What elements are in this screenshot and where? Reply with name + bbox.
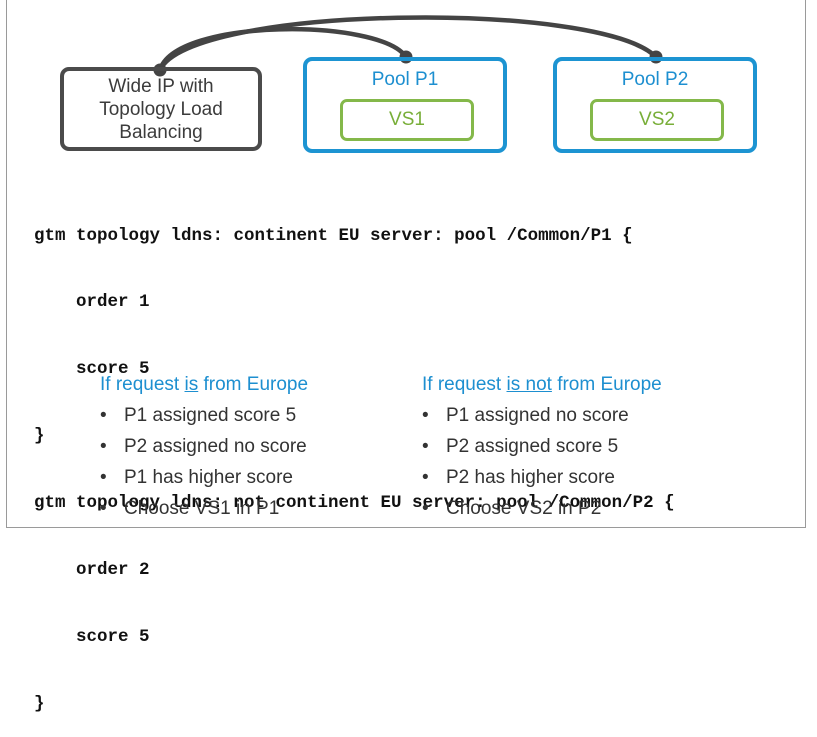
- vs2-box: VS2: [590, 99, 724, 141]
- non-europe-case-heading: If request is not from Europe: [422, 374, 662, 396]
- europe-case-heading: If request is from Europe: [100, 374, 308, 396]
- non-europe-case-column: If request is not from Europe • P1 assign…: [422, 374, 662, 524]
- code-line: gtm topology ldns: not continent EU serv…: [34, 493, 675, 514]
- europe-case-column: If request is from Europe • P1 assigned s…: [100, 374, 308, 524]
- bullet-icon: •: [422, 467, 429, 488]
- list-item: • P2 has higher score: [422, 462, 662, 493]
- connector-lines: [153, 15, 663, 77]
- list-item-text: P2 assigned no score: [124, 436, 307, 457]
- heading-part: from Europe: [551, 374, 662, 395]
- vs1-label: VS1: [389, 109, 425, 130]
- figure-frame: [6, 0, 806, 528]
- code-line: score 5: [34, 626, 150, 647]
- bullet-icon: •: [100, 467, 107, 488]
- heading-part: from Europe: [198, 374, 309, 395]
- list-item: • P1 has higher score: [100, 462, 308, 493]
- list-item-text: P1 assigned no score: [446, 405, 629, 426]
- code-line: gtm topology ldns: continent EU server: …: [34, 225, 633, 246]
- connector-to-pool-p2: [157, 15, 658, 72]
- list-item-text: Choose VS1 in P1: [124, 498, 280, 519]
- vs2-label: VS2: [639, 109, 675, 130]
- wide-ip-line: Balancing: [119, 121, 203, 143]
- list-item: • P2 assigned score 5: [422, 431, 662, 462]
- code-line: }: [34, 693, 45, 714]
- wide-ip-box: Wide IP with Topology Load Balancing: [60, 67, 262, 151]
- code-line: score 5: [34, 359, 150, 380]
- bullet-icon: •: [422, 436, 429, 457]
- wide-ip-line: Wide IP with: [108, 75, 214, 97]
- bullet-icon: •: [422, 498, 429, 519]
- list-item: • P2 assigned no score: [100, 431, 308, 462]
- list-item-text: P1 has higher score: [124, 467, 293, 488]
- list-item-text: P2 assigned score 5: [446, 436, 619, 457]
- code-line: order 2: [34, 560, 150, 581]
- vs1-box: VS1: [340, 99, 474, 141]
- code-line: order 1: [34, 292, 150, 313]
- wide-ip-line: Topology Load: [99, 98, 223, 120]
- list-item-text: P1 assigned score 5: [124, 405, 297, 426]
- pool-p1-title: Pool P1: [371, 69, 439, 90]
- heading-emphasis: is not: [506, 374, 552, 395]
- list-item: • Choose VS2 in P2: [422, 493, 662, 524]
- pool-p2-title: Pool P2: [621, 69, 689, 90]
- list-item: • P1 assigned score 5: [100, 400, 308, 431]
- heading-part: If request: [422, 374, 507, 395]
- heading-part: If request: [100, 374, 185, 395]
- list-item-text: Choose VS2 in P2: [446, 498, 602, 519]
- heading-emphasis: is: [184, 374, 199, 395]
- bullet-icon: •: [100, 436, 107, 457]
- non-europe-case-list: • P1 assigned no score • P2 assigned score…: [422, 400, 662, 524]
- bullet-icon: •: [100, 498, 107, 519]
- code-line: }: [34, 426, 45, 447]
- pool-p1-box: Pool P1 VS1: [303, 57, 507, 153]
- bullet-icon: •: [422, 405, 429, 426]
- bullet-icon: •: [100, 405, 107, 426]
- topology-code-block: gtm topology ldns: continent EU server: …: [34, 180, 675, 737]
- list-item: • Choose VS1 in P1: [100, 493, 308, 524]
- pool-p2-box: Pool P2 VS2: [553, 57, 757, 153]
- list-item-text: P2 has higher score: [446, 467, 615, 488]
- europe-case-list: • P1 assigned score 5 • P2 assigned no sco…: [100, 400, 308, 524]
- list-item: • P1 assigned no score: [422, 400, 662, 431]
